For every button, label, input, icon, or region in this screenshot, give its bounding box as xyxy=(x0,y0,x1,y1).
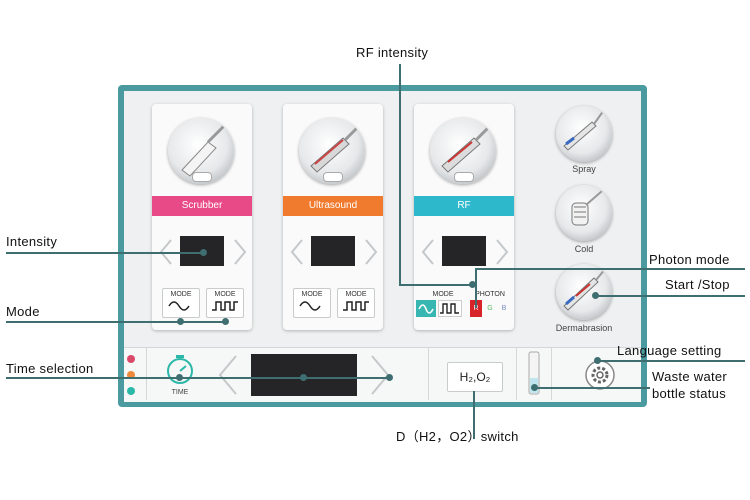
rf-intensity-display xyxy=(442,236,486,266)
callout-line xyxy=(595,295,745,297)
callout-dot xyxy=(386,374,393,381)
photon-red-button[interactable]: R xyxy=(470,300,482,317)
sine-wave-icon xyxy=(168,301,190,311)
callout-line xyxy=(473,391,475,439)
rf-handpiece-icon xyxy=(441,126,490,173)
callout-dot xyxy=(531,384,538,391)
square-wave-icon xyxy=(212,301,238,311)
callout-line xyxy=(534,387,650,389)
scrubber-handpiece-icon xyxy=(181,124,226,177)
callout-line xyxy=(399,64,401,285)
status-dot-orange xyxy=(127,371,135,379)
callout-line xyxy=(475,268,477,308)
divider xyxy=(146,348,147,400)
callout-dot xyxy=(177,318,184,325)
rf-mode-pulse-button[interactable] xyxy=(438,300,462,317)
callout-line xyxy=(399,284,475,286)
cold-button[interactable] xyxy=(556,185,612,241)
increase-chevron-icon[interactable] xyxy=(232,238,248,266)
callout-line xyxy=(475,268,745,270)
bottom-bar xyxy=(124,347,641,402)
dermabrasion-button[interactable] xyxy=(556,264,612,320)
ultrasound-handpiece-button[interactable] xyxy=(299,118,365,184)
callout-gas-switch: D（H2，O2）switch xyxy=(396,429,519,444)
callout-dot xyxy=(469,281,476,288)
mode-button-sine[interactable]: MODE xyxy=(293,288,331,318)
callout-line xyxy=(6,252,206,254)
ultrasound-panel: Ultrasound MODE MODE xyxy=(283,104,383,330)
callout-line xyxy=(598,360,745,362)
callout-mode: Mode xyxy=(6,304,40,319)
photon-green-button[interactable]: G xyxy=(487,305,493,312)
mode-button-pulse[interactable]: MODE xyxy=(337,288,375,318)
rf-handpiece-button[interactable] xyxy=(430,118,496,184)
callout-dot xyxy=(594,357,601,364)
ultrasound-handpiece-icon xyxy=(310,126,359,173)
photon-blue-button[interactable]: B xyxy=(501,305,507,312)
cold-label: Cold xyxy=(574,244,594,254)
callout-dot xyxy=(222,318,229,325)
spray-icon xyxy=(563,109,605,151)
callout-line xyxy=(6,321,228,323)
square-wave-icon xyxy=(343,301,369,311)
callout-dot xyxy=(200,249,207,256)
rf-banner: RF xyxy=(414,196,514,216)
callout-intensity: Intensity xyxy=(6,234,58,249)
spray-button[interactable] xyxy=(556,106,612,162)
callout-bottle-status: bottle status xyxy=(652,386,726,401)
status-pill xyxy=(192,172,212,182)
dermabrasion-label: Dermabrasion xyxy=(555,323,613,333)
callout-dot xyxy=(300,374,307,381)
rf-mode-label: MODE xyxy=(432,291,454,298)
sine-wave-icon xyxy=(418,304,434,314)
status-pill xyxy=(454,172,474,182)
time-decrease-chevron-icon[interactable] xyxy=(216,354,240,396)
rf-mode-sine-button[interactable] xyxy=(416,300,436,317)
callout-start-stop: Start /Stop xyxy=(665,277,730,292)
callout-dot xyxy=(592,292,599,299)
photon-label: PHOTON xyxy=(475,291,505,298)
decrease-chevron-icon[interactable] xyxy=(289,238,305,266)
status-dot-teal xyxy=(127,387,135,395)
increase-chevron-icon[interactable] xyxy=(363,238,379,266)
spray-label: Spray xyxy=(572,164,596,174)
intensity-display xyxy=(311,236,355,266)
decrease-chevron-icon[interactable] xyxy=(420,238,436,266)
rf-panel: RF MODE PHOTON R G B xyxy=(414,104,514,330)
divider xyxy=(428,348,429,400)
dermabrasion-icon xyxy=(563,267,607,311)
square-wave-icon xyxy=(440,303,459,314)
gas-switch-button[interactable]: H₂,O₂ xyxy=(447,362,503,392)
cold-icon xyxy=(571,190,603,226)
timer-icon[interactable] xyxy=(163,352,197,386)
mode-button-pulse[interactable]: MODE xyxy=(206,288,244,318)
sine-wave-icon xyxy=(299,301,321,311)
scrubber-panel: Scrubber MODE MODE xyxy=(152,104,252,330)
callout-waste-water: Waste water xyxy=(652,369,728,384)
callout-photon-mode: Photon mode xyxy=(649,252,730,267)
increase-chevron-icon[interactable] xyxy=(494,238,510,266)
status-dot-red xyxy=(127,355,135,363)
divider xyxy=(551,348,552,400)
callout-line xyxy=(6,377,392,379)
mode-button-sine[interactable]: MODE xyxy=(162,288,200,318)
callout-language-setting: Language setting xyxy=(617,343,722,358)
divider xyxy=(516,348,517,400)
ultrasound-banner: Ultrasound xyxy=(283,196,383,216)
callout-rf-intensity: RF intensity xyxy=(356,45,429,60)
callout-time-selection: Time selection xyxy=(6,361,94,376)
callout-dot xyxy=(176,374,183,381)
scrubber-banner: Scrubber xyxy=(152,196,252,216)
status-pill xyxy=(323,172,343,182)
time-label: TIME xyxy=(171,389,189,396)
scrubber-handpiece-button[interactable] xyxy=(168,118,234,184)
